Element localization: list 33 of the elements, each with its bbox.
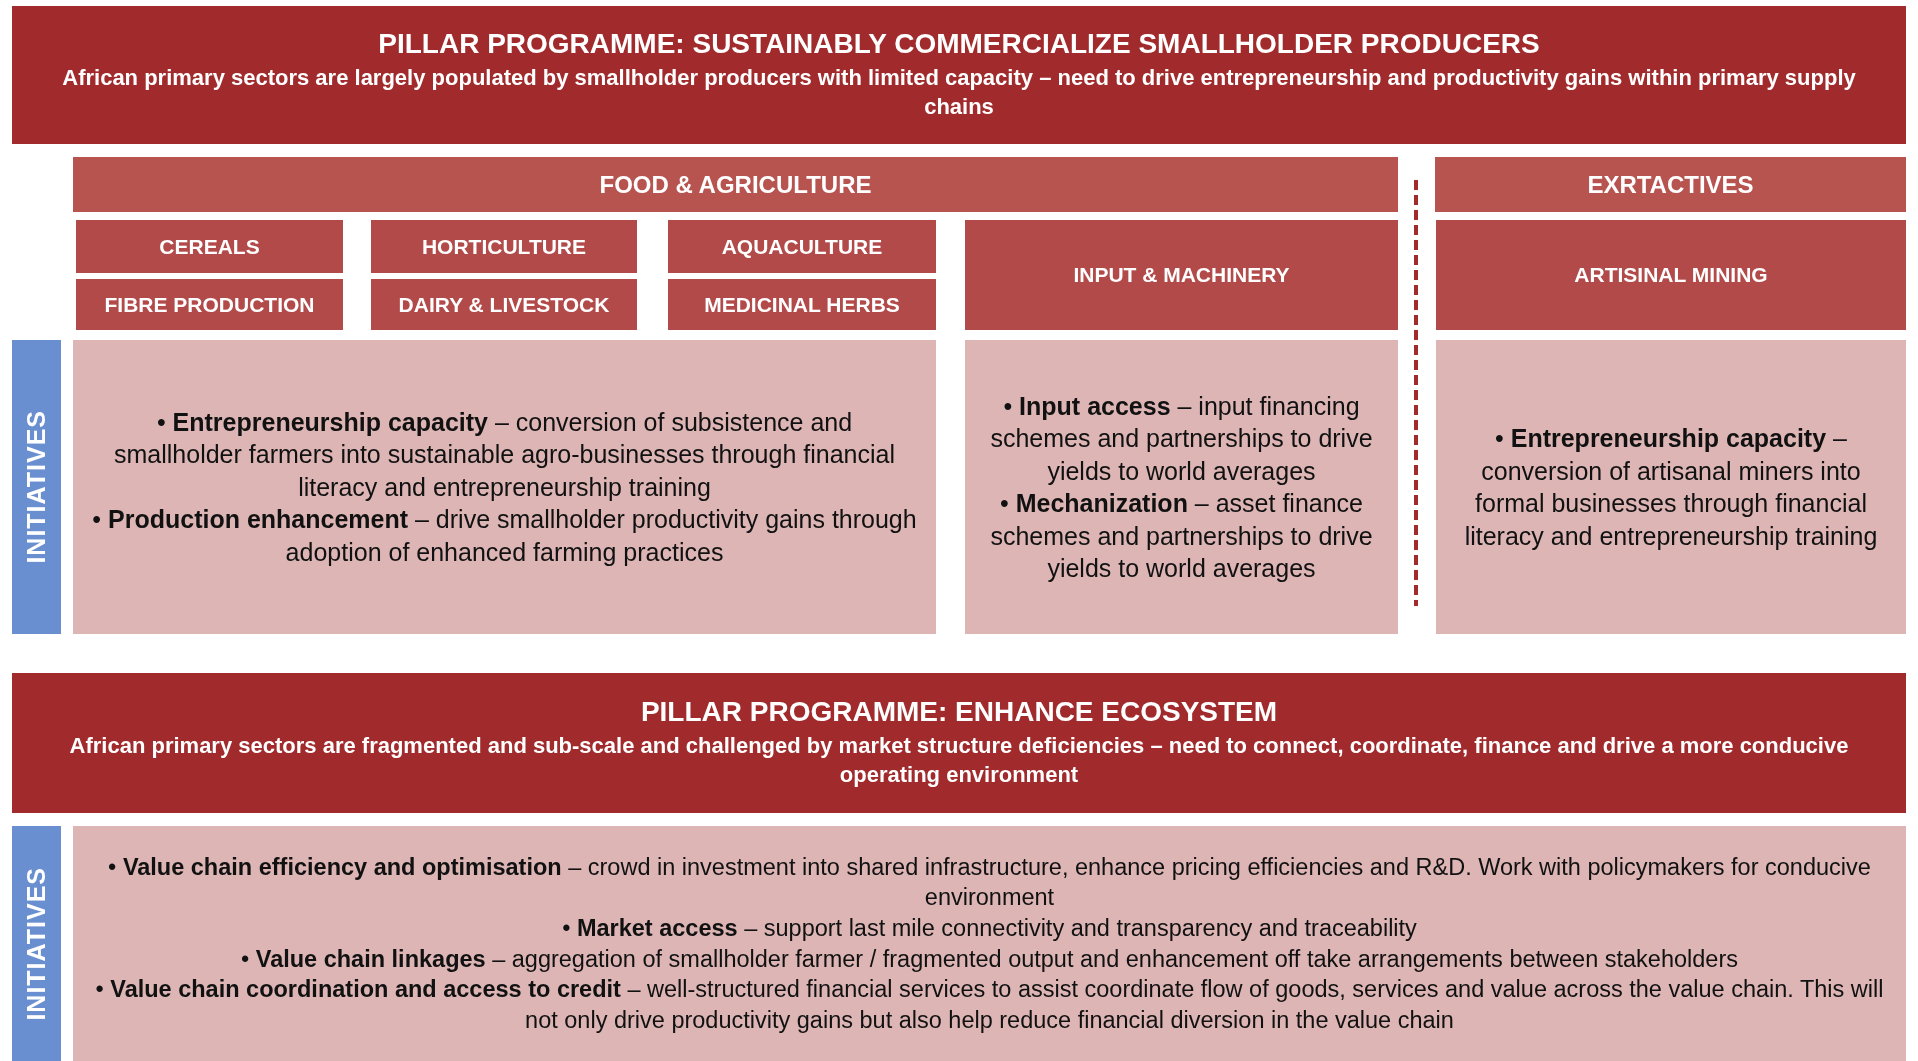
banner-subtitle: African primary sectors are fragmented and sub-scale and challenged by market structure deficiencies – need to connect, coordinate, finance and drive a more conducive operating environment (68, 732, 1850, 789)
vertical-label: INITIATIVES (22, 866, 51, 1021)
section-header: EXRTACTIVES (1435, 157, 1906, 212)
side-bar (12, 826, 61, 1061)
section-header: FOOD & AGRICULTURE (73, 157, 1398, 212)
category-tab: AQUACULTURE (668, 220, 936, 273)
bullet-text: • Value chain linkages – aggregation of smallholder farmer / fragmented output and enhancement off take arrangements between stakeholders (240, 944, 1739, 974)
banner (12, 673, 1906, 813)
initiatives-panel (73, 340, 936, 634)
category-tab: MEDICINAL HERBS (668, 279, 936, 330)
category-tab: ARTISINAL MINING (1436, 220, 1906, 330)
bullet-text: • Value chain coordination and access to credit – well-structured financial services to assist coordinate flow of goods, services and value across the value chain. This will not only drive productivity gains but also help reduce financial diversion in the value chain (94, 975, 1885, 1035)
bullet-text: • Mechanization – asset finance schemes and partnerships to drive yields to world averages (989, 488, 1374, 584)
initiatives-panel (73, 826, 1906, 1061)
bullet-text: • Production enhancement – drive smallholder productivity gains through adoption of enhanced farming practices (91, 504, 918, 568)
banner-title: PILLAR PROGRAMME: ENHANCE ECOSYSTEM (640, 696, 1278, 729)
bullet-text: • Input access – input financing schemes and partnerships to drive yields to world averages (989, 390, 1374, 487)
banner (12, 6, 1906, 144)
category-tab: HORTICULTURE (371, 220, 637, 273)
bullet-text: • Entrepreneurship capacity – conversion of subsistence and smallholder farmers into sustainable agro-businesses through financial literacy and entrepreneurship training (113, 406, 896, 503)
category-tab: CEREALS (76, 220, 343, 273)
category-tab: INPUT & MACHINERY (965, 220, 1398, 330)
initiatives-panel (965, 340, 1398, 634)
category-tab: DAIRY & LIVESTOCK (371, 279, 637, 330)
bullet-text: • Value chain efficiency and optimisation – crowd in investment into shared infrastructure, enhance pricing efficiencies and R&D. Work with policymakers for conducive environment (107, 852, 1872, 913)
vertical-label: INITIATIVES (22, 410, 51, 564)
banner-subtitle: African primary sectors are largely populated by smallholder producers with limited capacity – need to drive entrepreneurship and productivity gains within primary supply chains (61, 64, 1857, 121)
side-bar (12, 340, 61, 634)
bullet-text: • Entrepreneurship capacity – conversion of artisanal miners into formal businesses through financial literacy and entrepreneurship training (1463, 423, 1879, 552)
banner-title: PILLAR PROGRAMME: SUSTAINABLY COMMERCIALIZE SMALLHOLDER PRODUCERS (378, 28, 1540, 61)
bullet-text: • Market access – support last mile connectivity and transparency and traceability (561, 913, 1418, 943)
initiatives-panel (1436, 340, 1906, 634)
category-tab: FIBRE PRODUCTION (76, 279, 343, 330)
